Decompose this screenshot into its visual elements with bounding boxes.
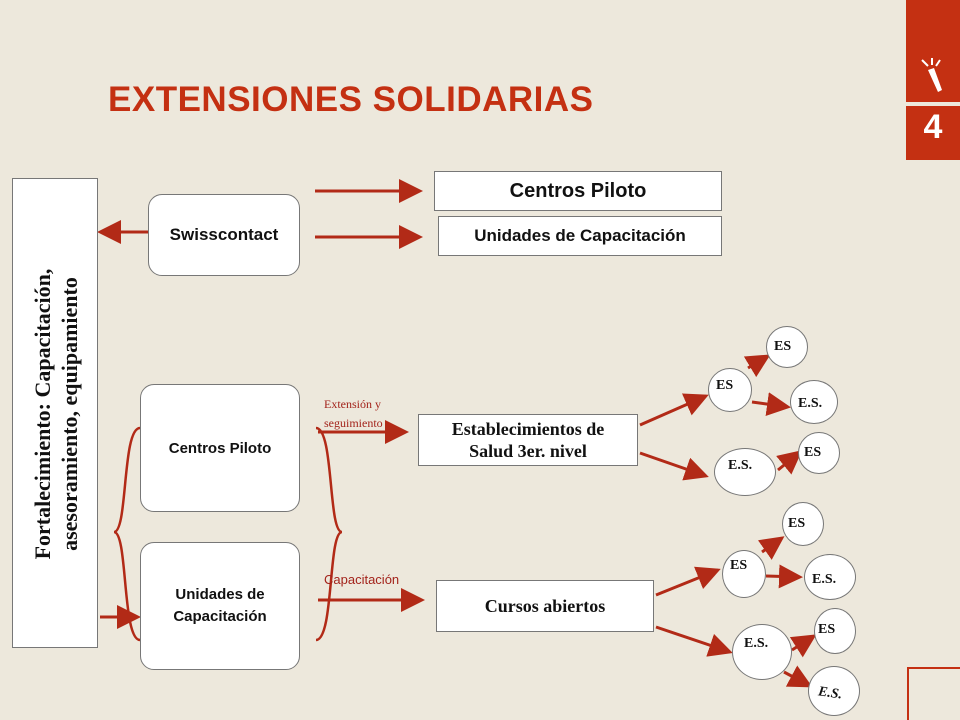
es-circle-label: ES xyxy=(788,516,806,531)
strengthening-box: Fortalecimiento: Capacitación, asesorami… xyxy=(12,178,98,648)
establecimientos-box: Establecimientos de Salud 3er. nivel xyxy=(418,414,638,466)
es-circle-label: E.S. xyxy=(744,636,769,651)
es-circle xyxy=(808,666,860,716)
establecimientos-label: Establecimientos de Salud 3er. nivel xyxy=(451,418,605,462)
centros-piloto-top-box: Centros Piloto xyxy=(434,171,722,211)
pen-icon xyxy=(921,58,942,92)
centros-piloto-top-label: Centros Piloto xyxy=(509,179,647,202)
corner-mark xyxy=(907,667,960,720)
es-circle-label: ES xyxy=(716,378,734,393)
es-circle-label: ES xyxy=(774,339,792,354)
strengthening-label: Fortalecimiento: Capacitación, asesorami… xyxy=(29,268,83,560)
swisscontact-node: Swisscontact xyxy=(148,194,300,276)
es-circle xyxy=(782,502,824,546)
extension-label: Extensión y seguimiento xyxy=(324,397,383,431)
sidebar-divider xyxy=(906,102,960,106)
slide-number: 4 xyxy=(923,108,943,146)
unidades-top-box: Unidades de Capacitación xyxy=(438,216,722,256)
es-circle xyxy=(804,554,856,600)
es-circle-label: E.S. xyxy=(812,572,837,587)
capacitacion-label: Capacitación xyxy=(324,572,400,587)
es-circle-label: E.S. xyxy=(817,684,844,703)
es-circle-label: ES xyxy=(730,558,748,573)
unidades-node: Unidades de Capacitación xyxy=(140,542,300,670)
es-circle xyxy=(814,608,856,654)
es-circle xyxy=(790,380,838,424)
unidades-label: Unidades de Capacitación xyxy=(173,585,267,626)
es-circle xyxy=(798,432,840,474)
es-circle-label: ES xyxy=(804,445,822,460)
es-circle xyxy=(722,550,766,598)
es-circle xyxy=(766,326,808,368)
swisscontact-label: Swisscontact xyxy=(169,225,279,244)
es-circle-label: E.S. xyxy=(798,396,823,411)
centros-piloto-node: Centros Piloto xyxy=(140,384,300,512)
cursos-box: Cursos abiertos xyxy=(436,580,654,632)
centros-piloto-label: Centros Piloto xyxy=(168,439,272,457)
es-circle xyxy=(708,368,752,412)
es-circle-label: E.S. xyxy=(728,458,753,473)
page-title: EXTENSIONES SOLIDARIAS xyxy=(108,80,594,119)
cursos-label: Cursos abiertos xyxy=(484,595,606,616)
es-circle xyxy=(714,448,776,496)
unidades-top-label: Unidades de Capacitación xyxy=(474,226,686,245)
es-circle-label: ES xyxy=(818,622,836,637)
es-circle xyxy=(732,624,792,680)
